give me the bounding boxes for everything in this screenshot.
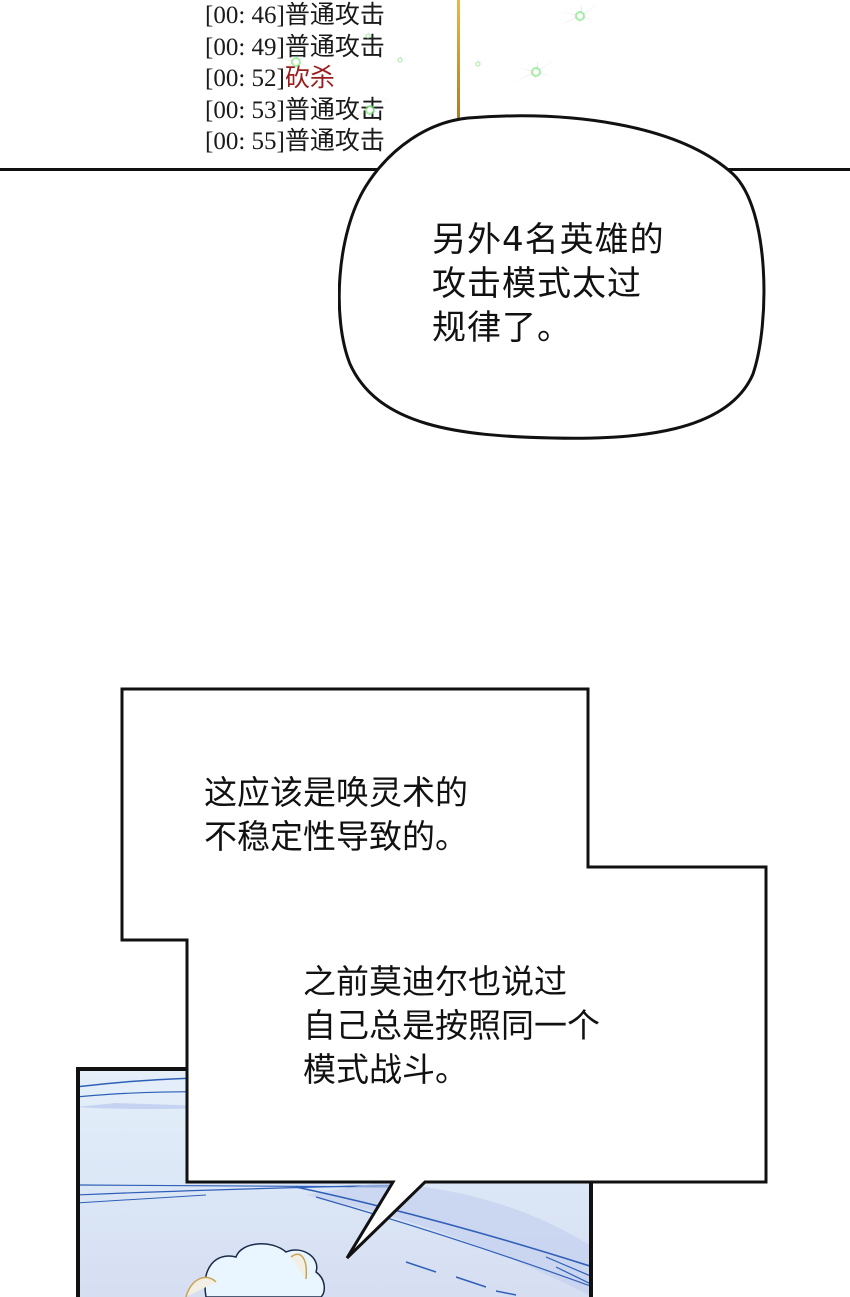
caption-line: 之前莫迪尔也说过 (303, 962, 567, 1001)
illustration-panel (76, 1067, 593, 1297)
sparkle-icon (467, 58, 487, 70)
log-action: 砍杀 (284, 65, 335, 92)
speech-bubble-text: 另外4名英雄的 攻击模式太过 规律了。 (432, 218, 665, 350)
sparkle-icon (514, 60, 554, 84)
log-timestamp: [00: 55] (205, 128, 285, 155)
speech-bubble (338, 114, 766, 440)
caption-line: 自己总是按照同一个 (303, 1006, 600, 1045)
caption-line: 模式战斗。 (303, 1050, 468, 1089)
log-timestamp: [00: 52] (205, 65, 285, 92)
sparkle-icon (389, 54, 409, 66)
log-action: 普通攻击 (284, 33, 385, 61)
log-entry: [00: 55]普通攻击 (205, 126, 385, 158)
log-action: 普通攻击 (284, 128, 385, 155)
caption-box-1-text: 这应该是唤灵术的 不稳定性导致的。 (204, 771, 468, 859)
sparkle-icon (558, 4, 598, 28)
snow-scene (80, 1076, 589, 1297)
speech-line: 规律了。 (432, 308, 572, 348)
log-timestamp: [00: 49] (205, 33, 285, 61)
gold-divider-line (457, 0, 460, 126)
caption-box-2-text: 之前莫迪尔也说过 自己总是按照同一个 模式战斗。 (303, 960, 600, 1092)
speech-line: 另外4名英雄的 (432, 220, 665, 260)
log-timestamp: [00: 53] (205, 96, 285, 124)
caption-line: 这应该是唤灵术的 (204, 773, 468, 812)
log-entry: [00: 49]普通攻击 (205, 32, 385, 64)
caption-line: 不稳定性导致的。 (204, 817, 468, 856)
log-timestamp: [00: 46] (205, 2, 285, 29)
log-entry-skill: [00: 52]砍杀 (205, 63, 385, 95)
log-action: 普通攻击 (284, 2, 385, 29)
speech-line: 攻击模式太过 (432, 264, 642, 304)
log-entry: [00: 46]普通攻击 (205, 0, 385, 32)
